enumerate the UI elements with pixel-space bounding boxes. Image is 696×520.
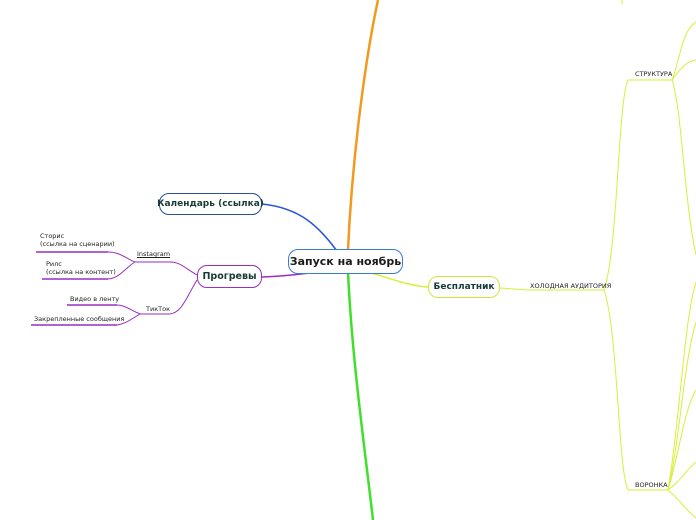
reels-title: Рилс — [46, 260, 62, 268]
funnel-node[interactable]: ВОРОНКА — [635, 481, 668, 489]
stories-connector — [107, 251, 136, 263]
besplatnik-node[interactable]: Бесплатник — [428, 276, 500, 298]
progrevy-label: Прогревы — [202, 271, 257, 282]
funnel-child-4 — [667, 461, 696, 491]
funnel-child-2 — [667, 321, 696, 491]
structure-child-3 — [671, 79, 696, 256]
stories-title: Сторис — [40, 232, 65, 240]
funnel-child-3 — [667, 389, 696, 491]
orange-branch-line — [346, 0, 380, 251]
stories-node[interactable]: Сторис (ссылка на сценарии) — [40, 232, 115, 248]
funnel-child-5 — [667, 489, 696, 519]
progrevy-node[interactable]: Прогревы — [197, 265, 262, 288]
cold-audience-node[interactable]: ХОЛОДНАЯ АУДИТОРИЯ — [530, 282, 612, 290]
structure-node[interactable]: СТРУКТУРА — [635, 70, 673, 78]
tiktok-connector — [169, 279, 198, 315]
structure-child-2 — [671, 59, 696, 81]
video-feed-node[interactable]: Видео в ленту — [70, 295, 120, 303]
structure-child-1 — [671, 21, 696, 81]
funnel-connector — [603, 289, 629, 491]
instagram-connector — [169, 261, 198, 276]
structure-connector — [603, 79, 629, 291]
green-branch-line — [346, 271, 375, 520]
besplatnik-label: Бесплатник — [433, 282, 495, 292]
stories-link: (ссылка на сценарии) — [40, 240, 115, 248]
pinned-messages-node[interactable]: Закрепленные сообщения — [34, 315, 125, 323]
pinned-connector — [116, 313, 141, 326]
calendar-connector — [261, 203, 341, 256]
calendar-node[interactable]: Календарь (ссылка) — [157, 193, 264, 215]
besplatnik-to-audience — [499, 287, 529, 291]
reels-connector — [107, 261, 136, 280]
instagram-node[interactable]: Instagram — [137, 250, 171, 258]
tiktok-node[interactable]: ТикТок — [146, 305, 170, 313]
reels-node[interactable]: Рилс (ссылка на контент) — [46, 260, 116, 276]
video-feed-connector — [116, 304, 141, 315]
reels-link: (ссылка на контент) — [46, 268, 116, 276]
calendar-label: Календарь (ссылка) — [157, 199, 264, 209]
besplatnik-connector — [367, 271, 429, 288]
funnel-child-1 — [667, 281, 696, 491]
root-label: Запуск на ноябрь — [289, 255, 402, 268]
root-node[interactable]: Запуск на ноябрь — [288, 249, 403, 274]
